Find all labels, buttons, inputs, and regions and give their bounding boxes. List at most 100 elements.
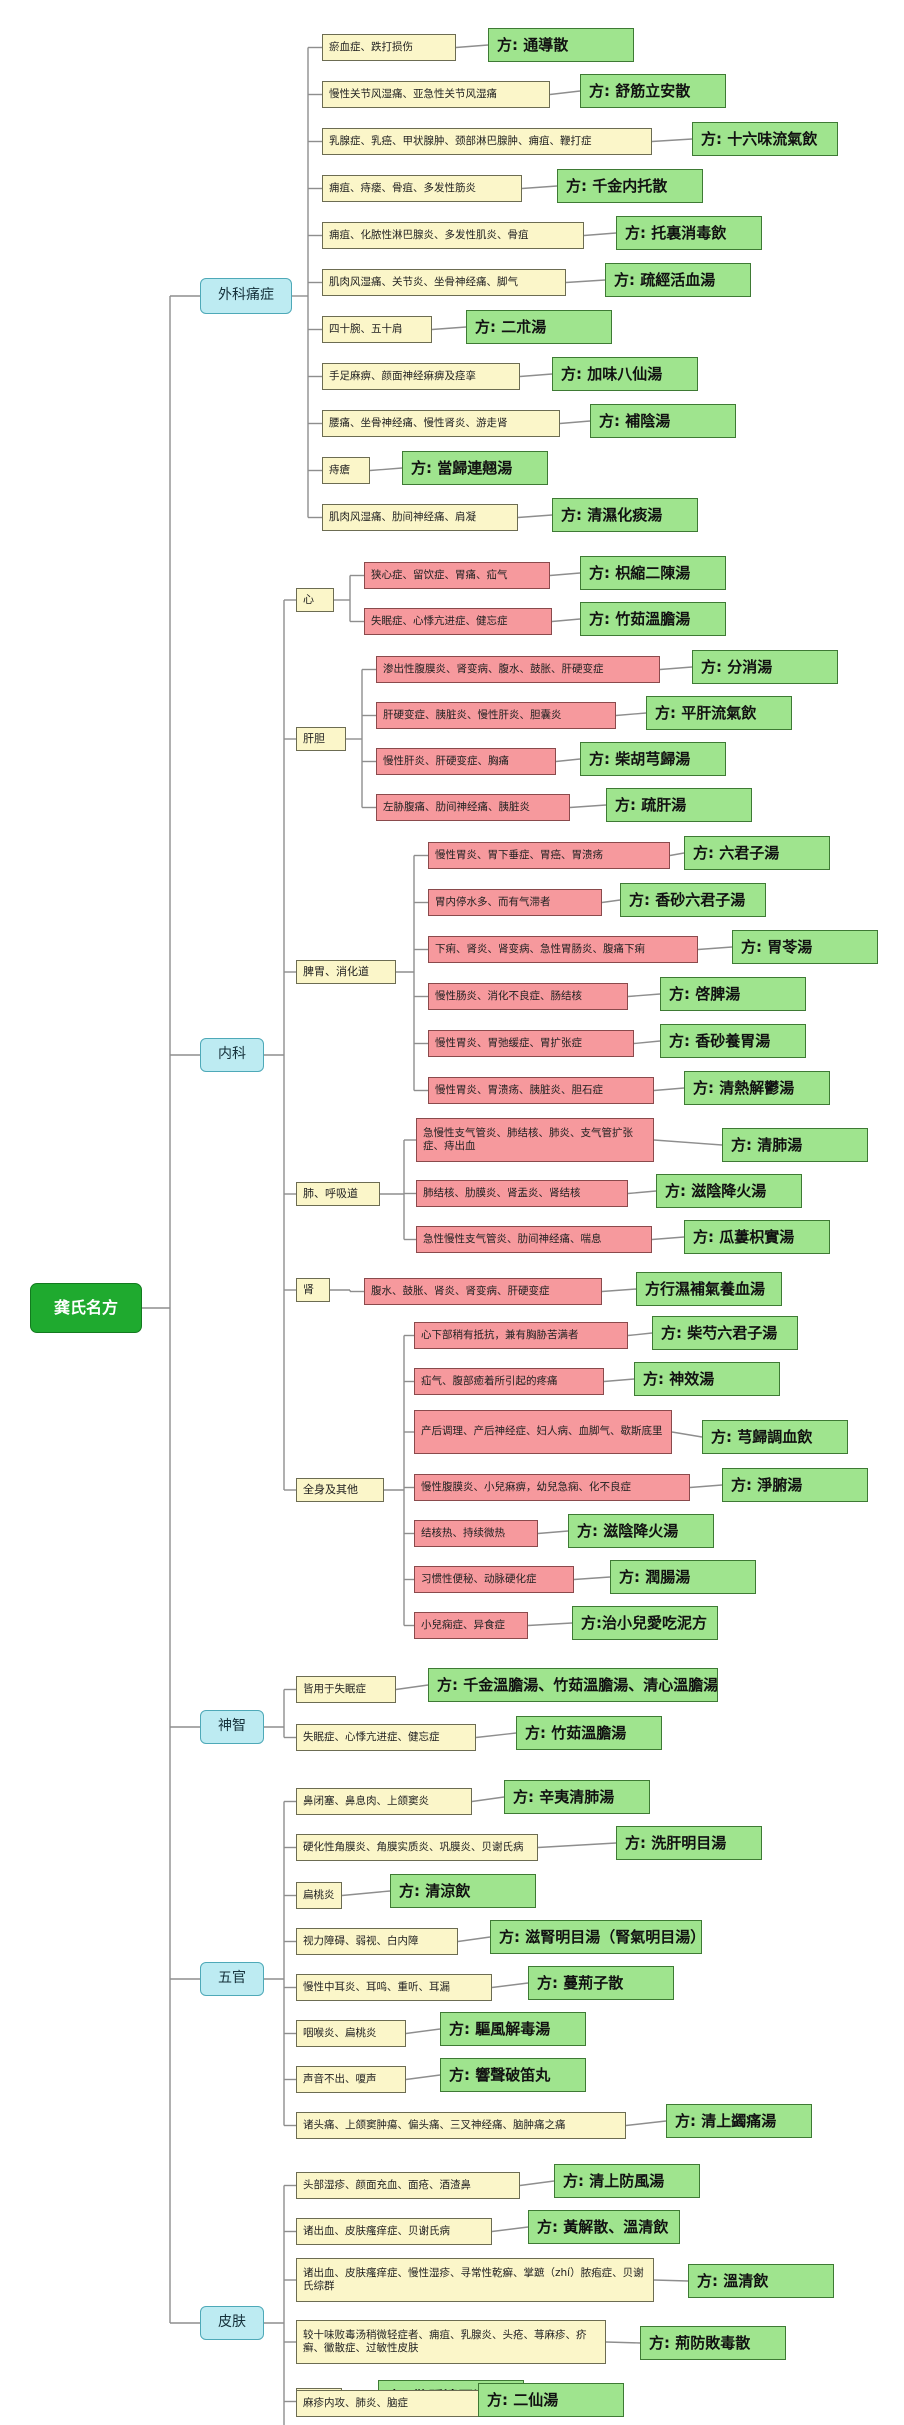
category-1-sub-2-symptom-4[interactable]: 慢性胃炎、胃弛缓症、胃扩张症: [428, 1030, 634, 1057]
category-3-symptom-7[interactable]: 诸头痛、上颌窦肿瘍、偏头痛、三叉神经痛、脑肿痛之痛: [296, 2112, 626, 2139]
category-1[interactable]: 内科: [200, 1038, 264, 1072]
category-3-symptom-0[interactable]: 鼻闭塞、鼻息肉、上颌窦炎: [296, 1788, 472, 1815]
category-0-remedy-5[interactable]: 方: 疏經活血湯: [605, 263, 751, 297]
category-4-symptom-5[interactable]: 麻疹内攻、肺炎、脑症: [296, 2390, 490, 2417]
category-1-sub-2-remedy-5[interactable]: 方: 清熱解鬱湯: [684, 1071, 830, 1105]
category-1-sub-2-symptom-2[interactable]: 下痢、肾炎、肾变病、急性胃肠炎、腹痛下痢: [428, 936, 698, 963]
category-1-sub-5-symptom-6[interactable]: 小兒痫症、异食症: [414, 1612, 528, 1639]
category-1-sub-5-remedy-3[interactable]: 方: 淨腑湯: [722, 1468, 868, 1502]
category-0-symptom-5[interactable]: 肌肉风湿痛、关节炎、坐骨神经痛、脚气: [322, 269, 566, 296]
category-1-sub-0-symptom-1[interactable]: 失眠症、心悸亢进症、健忘症: [364, 608, 552, 635]
category-1-sub-0-remedy-1[interactable]: 方: 竹茹溫膽湯: [580, 602, 726, 636]
category-2[interactable]: 神智: [200, 1710, 264, 1744]
category-1-sub-3-symptom-2[interactable]: 急性慢性支气管炎、肋间神经痛、喘息: [416, 1226, 652, 1253]
category-2-symptom-1[interactable]: 失眠症、心悸亢进症、健忘症: [296, 1724, 476, 1751]
category-3-symptom-2[interactable]: 扁桃炎: [296, 1882, 342, 1909]
category-1-sub-1-symptom-0[interactable]: 渗出性腹膜炎、肾变病、腹水、鼓胀、肝硬变症: [376, 656, 660, 683]
category-3-remedy-6[interactable]: 方: 響聲破笛丸: [440, 2058, 586, 2092]
category-3-remedy-4[interactable]: 方: 蔓荊子散: [528, 1966, 674, 2000]
category-1-sub-1-symptom-3[interactable]: 左胁腹痛、肋间神经痛、胰脏炎: [376, 794, 570, 821]
root-node[interactable]: 龚氏名方: [30, 1283, 142, 1333]
category-0-symptom-6[interactable]: 四十腕、五十肩: [322, 316, 432, 343]
category-1-sub-1[interactable]: 肝胆: [296, 727, 346, 751]
category-0-remedy-0[interactable]: 方: 通導散: [488, 28, 634, 62]
category-4-remedy-2[interactable]: 方: 溫清飲: [688, 2264, 834, 2298]
category-1-sub-2-remedy-0[interactable]: 方: 六君子湯: [684, 836, 830, 870]
category-1-sub-2-symptom-5[interactable]: 慢性胃炎、胃溃疡、胰脏炎、胆石症: [428, 1077, 654, 1104]
category-1-sub-1-remedy-0[interactable]: 方: 分消湯: [692, 650, 838, 684]
category-1-sub-5-symptom-4[interactable]: 结核热、持续微热: [414, 1520, 538, 1547]
category-1-sub-2[interactable]: 脾胃、消化道: [296, 960, 396, 984]
category-1-sub-5-symptom-5[interactable]: 习惯性便秘、动脉硬化症: [414, 1566, 574, 1593]
category-1-sub-3-remedy-1[interactable]: 方: 滋陰降火湯: [656, 1174, 802, 1208]
category-1-sub-5-symptom-3[interactable]: 慢性腹膜炎、小兒痳痹，幼兒急痫、化不良症: [414, 1474, 690, 1501]
category-1-sub-5-remedy-5[interactable]: 方: 潤腸湯: [610, 1560, 756, 1594]
category-1-sub-2-symptom-1[interactable]: 胃内停水多、而有气滞者: [428, 889, 602, 916]
category-3-symptom-1[interactable]: 硬化性角膜炎、角膜实质炎、巩膜炎、贝谢氏病: [296, 1834, 538, 1861]
category-1-sub-3-remedy-2[interactable]: 方: 瓜蔞枳實湯: [684, 1220, 830, 1254]
category-1-sub-1-remedy-2[interactable]: 方: 柴胡芎歸湯: [580, 742, 726, 776]
category-0-symptom-2[interactable]: 乳腺症、乳癌、甲状腺肿、颈部淋巴腺肿、痈疽、鞭打症: [322, 128, 652, 155]
category-1-sub-3[interactable]: 肺、呼吸道: [296, 1182, 380, 1206]
category-4[interactable]: 皮肤: [200, 2306, 264, 2340]
category-0-remedy-3[interactable]: 方: 千金内托散: [557, 169, 703, 203]
category-0-remedy-6[interactable]: 方: 二朮湯: [466, 310, 612, 344]
category-3[interactable]: 五官: [200, 1962, 264, 1996]
category-1-sub-5-remedy-4[interactable]: 方: 滋陰降火湯: [568, 1514, 714, 1548]
category-0-remedy-4[interactable]: 方: 托裏消毒飲: [616, 216, 762, 250]
category-0-remedy-2[interactable]: 方: 十六味流氣飲: [692, 122, 838, 156]
category-1-sub-2-remedy-2[interactable]: 方: 胃苓湯: [732, 930, 878, 964]
category-1-sub-0-symptom-0[interactable]: 狭心症、留饮症、胃痛、疝气: [364, 562, 550, 589]
category-1-sub-4-symptom-0[interactable]: 腹水、鼓胀、肾炎、肾变病、肝硬变症: [364, 1278, 602, 1305]
category-0-remedy-7[interactable]: 方: 加味八仙湯: [552, 357, 698, 391]
category-1-sub-5-remedy-6[interactable]: 方:治小兒愛吃泥方: [572, 1606, 718, 1640]
category-0-symptom-8[interactable]: 腰痛、坐骨神经痛、慢性肾炎、游走肾: [322, 410, 560, 437]
category-1-sub-5-remedy-2[interactable]: 方: 芎歸調血飲: [702, 1420, 848, 1454]
category-0-remedy-1[interactable]: 方: 舒筋立安散: [580, 74, 726, 108]
category-4-remedy-5[interactable]: 方: 二仙湯: [478, 2383, 624, 2417]
category-1-sub-4-remedy-0[interactable]: 方行濕補氣養血湯: [636, 1272, 782, 1306]
category-0-symptom-4[interactable]: 痈疽、化脓性淋巴腺炎、多发性肌炎、骨疽: [322, 222, 584, 249]
category-3-symptom-5[interactable]: 咽喉炎、扁桃炎: [296, 2020, 406, 2047]
category-3-remedy-5[interactable]: 方: 驅風解毒湯: [440, 2012, 586, 2046]
category-3-remedy-7[interactable]: 方: 清上蠲痛湯: [666, 2104, 812, 2138]
category-1-sub-2-symptom-3[interactable]: 慢性肠炎、消化不良症、肠结核: [428, 983, 628, 1010]
category-1-sub-1-symptom-2[interactable]: 慢性肝炎、肝硬变症、胸痛: [376, 748, 556, 775]
category-1-sub-3-remedy-0[interactable]: 方: 清肺湯: [722, 1128, 868, 1162]
category-2-remedy-1[interactable]: 方: 竹茹溫膽湯: [516, 1716, 662, 1750]
category-1-sub-1-remedy-3[interactable]: 方: 疏肝湯: [606, 788, 752, 822]
category-0-remedy-8[interactable]: 方: 補陰湯: [590, 404, 736, 438]
category-1-sub-2-symptom-0[interactable]: 慢性胃炎、胃下垂症、胃癌、胃溃疡: [428, 842, 670, 869]
category-4-symptom-0[interactable]: 头部湿疹、颜面充血、面疮、酒渣鼻: [296, 2172, 520, 2199]
category-4-remedy-0[interactable]: 方: 清上防風湯: [554, 2164, 700, 2198]
category-3-remedy-2[interactable]: 方: 清涼飲: [390, 1874, 536, 1908]
category-1-sub-5-symptom-2[interactable]: 产后调理、产后神经症、妇人病、血脚气、歇斯底里: [414, 1410, 672, 1454]
category-1-sub-5-symptom-1[interactable]: 疝气、腹部癒着所引起的疼痛: [414, 1368, 604, 1395]
category-2-symptom-0[interactable]: 皆用于失眠症: [296, 1676, 396, 1703]
category-0-symptom-1[interactable]: 慢性关节风湿痛、亚急性关节风湿痛: [322, 81, 550, 108]
category-1-sub-5-remedy-0[interactable]: 方: 柴芍六君子湯: [652, 1316, 798, 1350]
category-1-sub-5-remedy-1[interactable]: 方: 神效湯: [634, 1362, 780, 1396]
category-1-sub-2-remedy-4[interactable]: 方: 香砂養胃湯: [660, 1024, 806, 1058]
category-0-symptom-3[interactable]: 痈疽、痔瘘、骨疽、多发性筋炎: [322, 175, 522, 202]
category-1-sub-2-remedy-1[interactable]: 方: 香砂六君子湯: [620, 883, 766, 917]
category-1-sub-5-symptom-0[interactable]: 心下部稍有抵抗，兼有胸胁苦满者: [414, 1322, 628, 1349]
category-1-sub-0[interactable]: 心: [296, 588, 334, 612]
category-1-sub-1-remedy-1[interactable]: 方: 平肝流氣飲: [646, 696, 792, 730]
category-3-remedy-0[interactable]: 方: 辛夷清肺湯: [504, 1780, 650, 1814]
category-1-sub-3-symptom-0[interactable]: 急慢性支气管炎、肺结核、肺炎、支气管扩张症、痔出血: [416, 1118, 654, 1162]
category-1-sub-4[interactable]: 肾: [296, 1278, 330, 1302]
category-1-sub-1-symptom-1[interactable]: 肝硬变症、胰脏炎、慢性肝炎、胆囊炎: [376, 702, 616, 729]
category-0-symptom-7[interactable]: 手足麻痹、颜面神经痳痹及痉挛: [322, 363, 520, 390]
category-3-remedy-3[interactable]: 方: 滋腎明目湯（腎氣明目湯）: [490, 1920, 702, 1954]
category-3-symptom-6[interactable]: 声音不出、嗄声: [296, 2066, 406, 2093]
category-0-symptom-0[interactable]: 瘀血症、跌打损伤: [322, 34, 456, 61]
category-0-symptom-10[interactable]: 肌肉风湿痛、肋间神经痛、肩凝: [322, 504, 518, 531]
category-1-sub-0-remedy-0[interactable]: 方: 枳縮二陳湯: [580, 556, 726, 590]
category-2-remedy-0[interactable]: 方: 千金溫膽湯、竹茹溫膽湯、清心溫膽湯: [428, 1668, 718, 1702]
category-3-symptom-4[interactable]: 慢性中耳炎、耳鸣、重听、耳漏: [296, 1974, 492, 2001]
category-0-symptom-9[interactable]: 痔瘡: [322, 457, 370, 484]
category-4-remedy-1[interactable]: 方: 黃解散、溫清飲: [528, 2210, 680, 2244]
category-0[interactable]: 外科痛症: [200, 278, 292, 314]
category-3-symptom-3[interactable]: 视力障碍、弱视、白内障: [296, 1928, 458, 1955]
